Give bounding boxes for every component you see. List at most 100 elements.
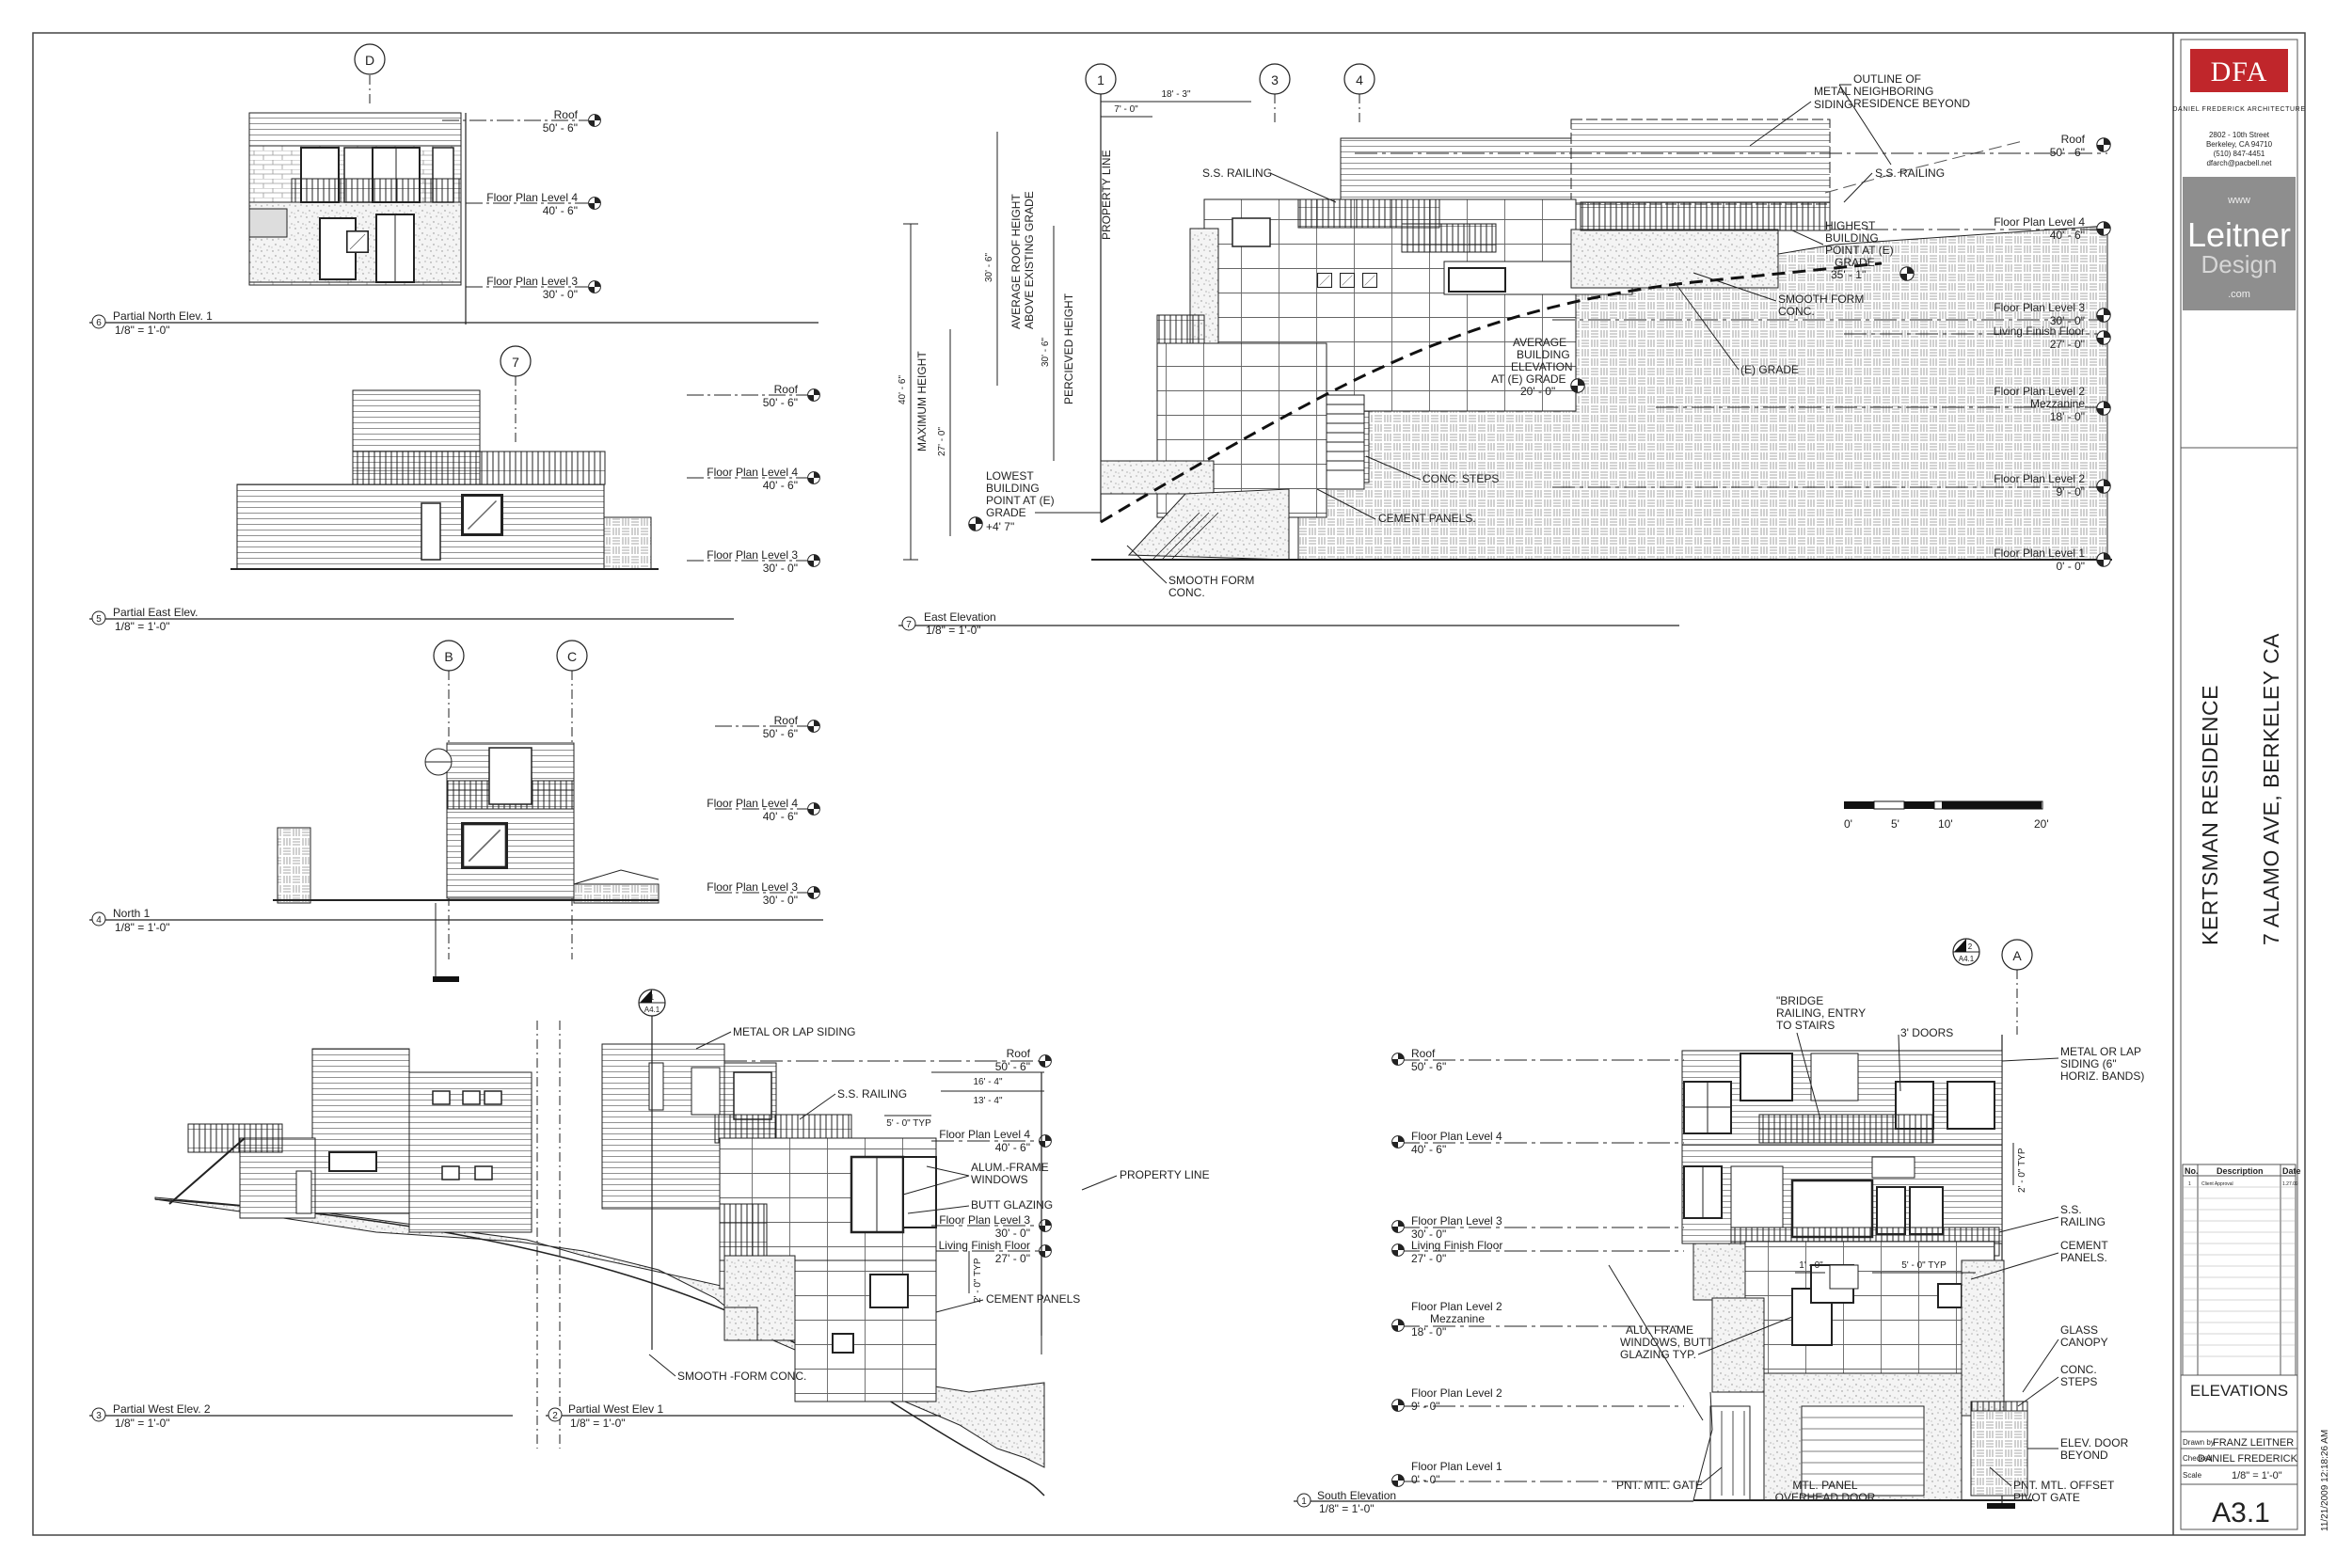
east-dim-2: 7' - 0" — [1114, 104, 1138, 115]
east-dim-4: 27' - 0" — [937, 427, 947, 456]
scale-value: 1/8" = 1'-0" — [2232, 1470, 2282, 1481]
firm-phone: (510) 847-4451 — [2214, 150, 2265, 158]
rev-row-date: 1.27.09 — [2282, 1181, 2298, 1187]
view-partial-west-elevs: 1 A4.1 Roof 50' - 6" Floor Plan Level 4 … — [89, 989, 1210, 1497]
note-highest-4: GRADE — [1835, 256, 1875, 269]
view-1-title: South Elevation — [1317, 1489, 1396, 1502]
firm-address-2: Berkeley, CA 94710 — [2206, 140, 2273, 149]
title-block: DFA DANIEL FREDERICK ARCHITECTURE 2802 -… — [2172, 39, 2330, 1531]
east-dim-6: 30' - 6" — [1041, 338, 1051, 367]
s-lf-name: Living Finish Floor — [1411, 1239, 1502, 1252]
rev-header-desc: Description — [2217, 1166, 2264, 1176]
note-bridge-3: TO STAIRS — [1776, 1019, 1835, 1032]
note-ss-railing-east: S.S. RAILING — [1202, 166, 1272, 180]
west-dim-2: 13' - 4" — [973, 1096, 1002, 1106]
section-marker-1-bottom: A4.1 — [644, 1006, 660, 1014]
note-outline-3: RESIDENCE BEYOND — [1853, 97, 1970, 110]
e5-l4-value: 40' - 6" — [763, 479, 798, 492]
partner-logo-www: www — [2227, 195, 2250, 206]
note-e-grade: (E) GRADE — [1740, 363, 1799, 376]
n6-roof-value: 50' - 6" — [543, 121, 578, 135]
partner-logo-com: .com — [2228, 289, 2250, 300]
s-lf-value: 27' - 0" — [1411, 1252, 1446, 1265]
view-1-number: 1 — [1301, 1497, 1307, 1507]
west-dim-3: 5' - 0" TYP — [886, 1118, 931, 1129]
s-l3-name: Floor Plan Level 3 — [1411, 1214, 1502, 1227]
view-4-number: 4 — [96, 915, 102, 926]
n6-l3-value: 30' - 0" — [543, 288, 578, 301]
east-dim-5: 30' - 6" — [984, 253, 994, 282]
note-bridge-1: "BRIDGE — [1776, 994, 1823, 1007]
note-lowest-2: BUILDING — [986, 482, 1040, 495]
e7-roof-value: 50' - 6" — [2050, 146, 2085, 159]
e7-l1-value: 0' - 0" — [2056, 560, 2085, 573]
e7-l2m-sub: Mezzanine — [2030, 397, 2085, 410]
view-partial-east-elev: 7 Roof 50' - 6" Floor Plan Level 4 40' -… — [89, 345, 820, 633]
date-stamp: 11/21/2009 12:18:26 AM — [2320, 1430, 2330, 1531]
view-south-elevation: A 2 A4.1 — [1294, 938, 2144, 1515]
e7-l2-name: Floor Plan Level 2 — [1994, 472, 2085, 485]
note-highest-3: POINT AT (E) — [1825, 244, 1894, 257]
view-3-scale: 1/8" = 1'-0" — [115, 1417, 170, 1430]
firm-address-1: 2802 - 10th Street — [2209, 131, 2270, 139]
note-ss-railing-east-2: S.S. RAILING — [1875, 166, 1945, 180]
project-address: 7 ALAMO AVE, BERKELEY CA — [2259, 633, 2283, 945]
view-7-scale: 1/8" = 1'-0" — [926, 624, 981, 637]
revisions-table: No. Description Date 1 Client Approval 1… — [2182, 1164, 2301, 1376]
graphic-scale-bar: 0' 5' 10' 20' — [1844, 800, 2049, 831]
sheet-title: ELEVATIONS — [2190, 1382, 2288, 1400]
note-pnt-offset-1: PNT. MTL. OFFSET — [2013, 1479, 2115, 1492]
sheet-border — [32, 32, 2306, 1536]
checked-by: DANIEL FREDERICK — [2198, 1453, 2298, 1465]
drawn-by: FRANZ LEITNER — [2213, 1437, 2294, 1449]
scale-tick-10: 10' — [1938, 817, 1953, 831]
w-lf-value: 27' - 0" — [995, 1252, 1030, 1265]
n6-l3-name: Floor Plan Level 3 — [486, 275, 578, 288]
note-lowest-1: LOWEST — [986, 469, 1034, 483]
firm-email: dfarch@pacbell.net — [2206, 159, 2272, 167]
note-alu-3: GLAZING TYP. — [1620, 1348, 1696, 1361]
west-dim-1: 16' - 4" — [973, 1077, 1002, 1087]
partner-logo-word2: Design — [2201, 250, 2278, 278]
e7-lf-value: 27' - 0" — [2050, 338, 2085, 351]
note-avg-elev-2: BUILDING — [1517, 348, 1570, 361]
south-dim-2: 5' - 0" TYP — [1901, 1260, 1947, 1271]
note-alu-2: WINDOWS, BUTT — [1620, 1336, 1713, 1349]
firm-logo-text: DFA — [2211, 56, 2268, 87]
note-alum-1: ALUM.-FRAME — [971, 1161, 1049, 1174]
partner-logo-word1: Leitner — [2187, 215, 2291, 254]
note-cement-panels-east: CEMENT PANELS. — [1378, 512, 1476, 525]
partner-logo — [2183, 177, 2296, 310]
view-partial-north-elev-1: D Roof 50' - 6" Floor Plan Level 4 40' -… — [89, 43, 818, 337]
n4-roof-value: 50' - 6" — [763, 727, 798, 740]
view-4-scale: 1/8" = 1'-0" — [115, 921, 170, 934]
note-avg-elev-5: 20' - 0" — [1520, 385, 1555, 398]
n4-l4-name: Floor Plan Level 4 — [707, 797, 798, 810]
e7-lf-name: Living Finish Floor — [1994, 325, 2085, 338]
note-outline-1: OUTLINE OF — [1853, 72, 1921, 86]
note-lowest-4: GRADE — [986, 506, 1026, 519]
grid-bubble-4: 4 — [1356, 72, 1363, 87]
view-2-scale: 1/8" = 1'-0" — [570, 1417, 626, 1430]
e5-l4-name: Floor Plan Level 4 — [707, 466, 798, 479]
section-marker-2-bottom: A4.1 — [1959, 955, 1975, 963]
note-glass-2: CANOPY — [2060, 1336, 2108, 1349]
s-l2m-sub: Mezzanine — [1430, 1312, 1485, 1325]
w-l4-value: 40' - 6" — [995, 1141, 1030, 1154]
view-2-number: 2 — [552, 1411, 558, 1421]
grid-bubble-1: 1 — [1097, 72, 1104, 87]
grid-bubble-d: D — [365, 53, 374, 68]
note-cement-west: CEMENT PANELS — [986, 1292, 1080, 1306]
note-pnt-gate: PNT. MTL. GATE — [1616, 1479, 1703, 1492]
note-alum-2: WINDOWS — [971, 1173, 1028, 1186]
section-marker-2-top: 2 — [1968, 942, 1973, 951]
view-7-number: 7 — [906, 620, 912, 630]
s-l2-value: 9' - 0" — [1411, 1400, 1440, 1413]
south-dim-1: 1' - 0" — [1799, 1260, 1823, 1271]
note-metal-siding-1: METAL — [1814, 85, 1851, 98]
w-l3-name: Floor Plan Level 3 — [939, 1213, 1030, 1227]
firm-logo — [2190, 49, 2288, 92]
project-name: KERTSMAN RESIDENCE — [2198, 685, 2222, 945]
view-3-number: 3 — [96, 1411, 102, 1421]
